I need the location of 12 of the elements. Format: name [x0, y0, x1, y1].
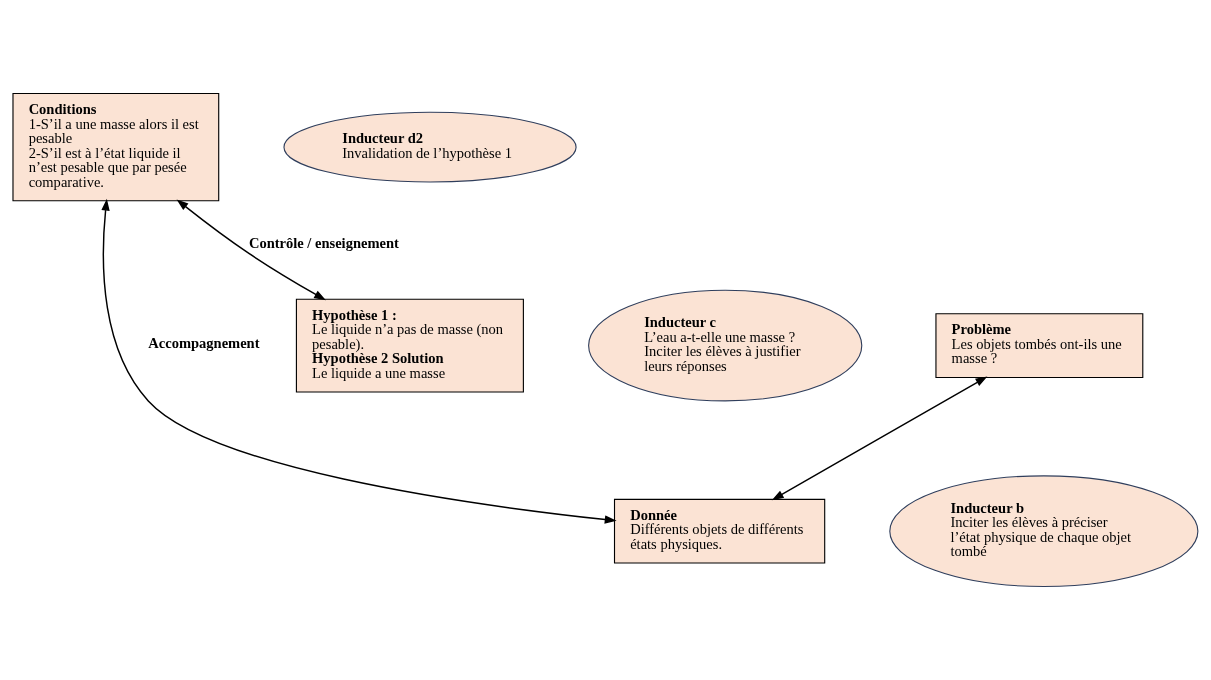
node-ellipse: Inducteur b Inciter les élèves à préciser l’état physique de chaque objet tombé	[889, 475, 1199, 588]
node-ellipse: Inducteur c L’eau a-t-elle une masse ? Inciter les élèves à justifier leurs réponses	[588, 289, 863, 402]
arrow	[771, 376, 988, 501]
node-box: Problème Les objets tombés ont-ils une masse ?	[935, 313, 1144, 378]
edge-label: Accompagnement	[148, 335, 260, 352]
edge-label: Contrôle / enseignement	[248, 235, 399, 252]
node-box: Donnée Différents objets de différents états physiques.	[613, 498, 826, 564]
arrow	[101, 198, 617, 524]
arrow	[176, 199, 326, 301]
node-ellipse: Inducteur d2 Invalidation de l’hypothèse 1	[283, 111, 577, 183]
node-box: Conditions 1-S’il a une masse alors il est pesable 2-S’il est à l’état liquide il n’est pesable que par pesée comparative.	[12, 92, 220, 202]
node-box: Hypothèse 1 : Le liquide n’a pas de masse (non pesable). Hypothèse 2 Solution Le liquide a une masse	[295, 298, 524, 393]
